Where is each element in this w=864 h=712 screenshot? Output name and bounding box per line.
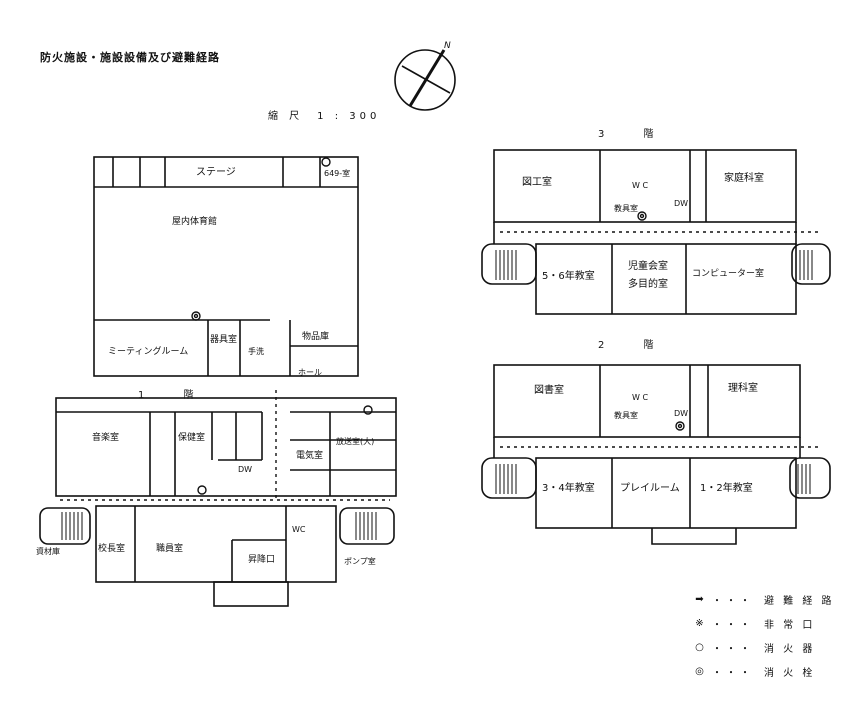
- legend-exit: ※ ・・・ 非 常 口: [695, 618, 816, 631]
- legend-route: ➡ ・・・ 避 難 経 路: [695, 594, 835, 607]
- hydrant-icon: ◎: [695, 666, 707, 677]
- room-principal: 校長室: [98, 544, 126, 554]
- room-storage: 物品庫: [302, 332, 330, 342]
- room-wc-2f: W C: [632, 393, 649, 402]
- room-playroom: プレイルーム: [620, 483, 680, 494]
- emergency-exit-icon: ※: [695, 618, 707, 629]
- compass-circle: [394, 49, 456, 111]
- room-staff: 職員室: [156, 544, 184, 554]
- room-broadcast: 放送室(大): [336, 437, 375, 446]
- floor-1-label: 1 階: [138, 390, 212, 401]
- legend-hydrant: ◎ ・・・ 消 火 栓: [695, 666, 816, 679]
- room-computer: コンピューター室: [692, 269, 765, 279]
- room-health: 保健室: [178, 433, 206, 443]
- room-material: 資材庫: [36, 547, 60, 556]
- floor-2-label: 2 階: [598, 340, 672, 351]
- legend-extinguisher: ○ ・・・ 消 火 器: [695, 642, 816, 655]
- room-multipurpose: 多目的室: [628, 279, 668, 290]
- room-class-3-4: 3・4年教室: [542, 483, 595, 494]
- floor-3-label: 3 階: [598, 129, 672, 140]
- room-music: 音楽室: [92, 433, 120, 443]
- room-dw-1f: DW: [238, 465, 253, 474]
- extinguisher-icon: ○: [695, 642, 707, 653]
- compass-north-label: N: [444, 41, 451, 51]
- room-pump: ポンプ室: [344, 557, 376, 566]
- page-title: 防火施設・施設設備及び避難経路: [40, 51, 220, 64]
- scale-label: 縮 尺 1 : 300: [268, 111, 381, 122]
- room-wc-1f: WC: [292, 525, 306, 534]
- room-class-1-2: 1・2年教室: [700, 483, 753, 494]
- room-equipment: 器具室: [210, 335, 238, 345]
- route-arrow-icon: ➡: [695, 594, 707, 605]
- room-entrance: 昇降口: [248, 555, 276, 565]
- room-stage: ステージ: [196, 167, 236, 178]
- room-stage-right: 649-室: [324, 169, 351, 178]
- room-council: 児童会室: [628, 261, 668, 272]
- room-library: 図書室: [534, 385, 564, 396]
- room-craft: 図工室: [522, 177, 552, 188]
- room-hall: ホール: [298, 368, 322, 377]
- room-dw-2f: DW: [674, 409, 689, 418]
- room-dw-3f: DW: [674, 199, 689, 208]
- room-wc-3f: W C: [632, 181, 649, 190]
- room-class-5-6: 5・6年教室: [542, 271, 595, 282]
- room-gym: 屋内体育館: [172, 217, 218, 227]
- room-hand-wash: 手洗: [248, 347, 264, 356]
- room-meeting: ミーティングルーム: [108, 347, 189, 357]
- room-science: 理科室: [728, 383, 758, 394]
- room-electric: 電気室: [296, 451, 324, 461]
- room-home-economics: 家庭科室: [724, 173, 764, 184]
- room-equipment-3f: 教具室: [614, 204, 638, 213]
- room-equipment-2f: 教具室: [614, 411, 638, 420]
